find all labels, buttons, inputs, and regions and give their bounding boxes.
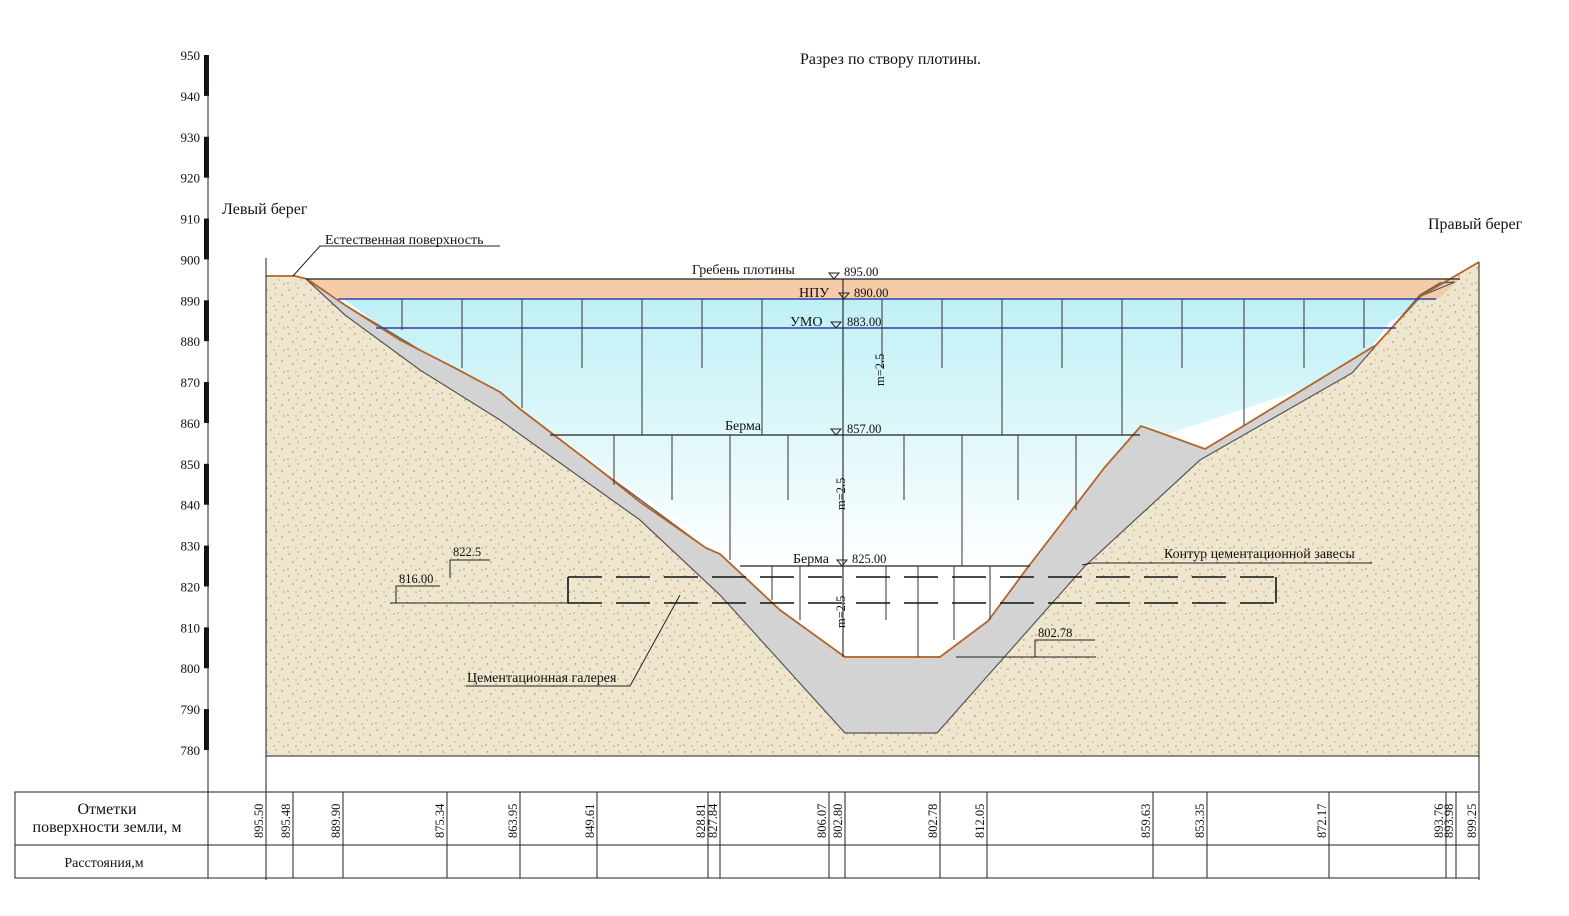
- y-axis-scale: [204, 55, 209, 750]
- npu-elevation: 890.00: [854, 286, 888, 300]
- y-tick-label: 810: [181, 620, 201, 635]
- level-markers: [827, 272, 851, 567]
- y-tick-label: 910: [181, 212, 201, 227]
- lower-berm-elevation: 825.00: [852, 552, 886, 566]
- ground-elevation-value: 827.84: [706, 803, 720, 838]
- y-axis-tick-labels: 950 940 930 920 910 900 890 880 870 860 850 840 830 8…: [181, 48, 201, 758]
- natural-surface-label: Естественная поверхность: [325, 233, 483, 248]
- ground-elevation-value: 889.90: [329, 804, 343, 838]
- ground-elevation-value: 893.76: [1432, 804, 1446, 838]
- scale-segment: [204, 300, 209, 342]
- y-tick-label: 840: [181, 498, 201, 513]
- scale-segment: [204, 382, 209, 423]
- mark-822-5: 822.5: [453, 545, 481, 559]
- annotation-leaders: [292, 245, 1372, 687]
- slope-label-3: m=2.5: [834, 596, 848, 628]
- crest-label: Гребень плотины: [692, 263, 795, 278]
- y-tick-label: 830: [181, 539, 201, 554]
- scale-segment: [204, 218, 209, 260]
- ground-elevation-value: 863.95: [506, 804, 520, 838]
- y-tick-label: 870: [181, 375, 201, 390]
- ground-elevation-value: 812.05: [973, 804, 987, 838]
- diagram-title: Разрез по створу плотины.: [800, 51, 981, 68]
- ground-elevation-value: 895.50: [252, 804, 266, 838]
- crest-elevation: 895.00: [844, 265, 878, 279]
- ground-elevation-value: 859.63: [1139, 804, 1153, 838]
- upper-berm-label: Берма: [725, 419, 762, 434]
- lower-hatching: [771, 566, 991, 657]
- y-tick-label: 860: [181, 416, 201, 431]
- grout-gallery-label: Цементационная галерея: [467, 671, 617, 686]
- lower-berm-label: Берма: [793, 552, 830, 567]
- ground-elevation-value: 849.61: [583, 804, 597, 838]
- ground-elevation-table: Отметки поверхности земли, м Расстояния,…: [14, 60, 1480, 879]
- grout-curtain-contour: [567, 576, 1277, 604]
- ground-elevation-value: 806.07: [815, 804, 829, 838]
- y-tick-label: 940: [181, 89, 201, 104]
- middle-hatching: [613, 435, 1077, 566]
- ground-elevation-value: 893.98: [1442, 804, 1456, 838]
- natural-surface-line: [266, 261, 1480, 658]
- npu-label: НПУ: [799, 286, 829, 301]
- y-tick-label: 820: [181, 579, 201, 594]
- mark-816-00: 816.00: [399, 572, 433, 586]
- slope-label-1: m=2.5: [873, 354, 887, 386]
- y-tick-label: 800: [181, 661, 201, 676]
- ground-elevation-value: 872.17: [1315, 804, 1329, 838]
- ground-elevation-value: 802.78: [926, 804, 940, 838]
- scale-segment: [204, 136, 209, 178]
- table-row1-header-line1: Отметки: [77, 801, 137, 818]
- y-tick-label: 850: [181, 457, 201, 472]
- scale-segment: [204, 545, 209, 587]
- y-tick-label: 880: [181, 334, 201, 349]
- ground-elevation-value: 802.80: [831, 804, 845, 838]
- upper-hatching: [401, 299, 1365, 435]
- y-tick-label: 890: [181, 293, 201, 308]
- ground-elevation-value: 895.48: [279, 804, 293, 838]
- scale-segment: [204, 463, 209, 505]
- scale-segment: [204, 709, 209, 750]
- curtain-contour-label: Контур цементационной завесы: [1164, 547, 1355, 562]
- right-bank-label: Правый берег: [1428, 216, 1523, 233]
- ground-elevation-value: 899.25: [1465, 804, 1479, 838]
- upper-berm-elevation: 857.00: [847, 422, 881, 436]
- left-bank-label: Левый берег: [222, 201, 308, 218]
- ground-elevation-value: 828.81: [694, 804, 708, 838]
- y-tick-label: 950: [181, 48, 201, 63]
- slope-label-2: m=2.5: [834, 478, 848, 510]
- scale-segment: [204, 627, 209, 669]
- scale-segment: [204, 55, 209, 96]
- mark-802-78: 802.78: [1038, 626, 1072, 640]
- table-row1-header-line2: поверхности земли, м: [33, 819, 182, 836]
- umo-elevation: 883.00: [847, 315, 881, 329]
- y-tick-label: 920: [181, 171, 201, 186]
- y-tick-label: 790: [181, 702, 201, 717]
- umo-label: УМО: [790, 315, 822, 330]
- crest-band: [306, 279, 1460, 298]
- table-row2-header: Расстояния,м: [64, 856, 143, 871]
- soil-mass: [266, 262, 1479, 756]
- reservoir-water: [342, 298, 1426, 568]
- y-tick-label: 900: [181, 252, 201, 267]
- y-tick-label: 780: [181, 743, 201, 758]
- y-tick-label: 930: [181, 130, 201, 145]
- ground-elevation-value: 853.35: [1193, 804, 1207, 838]
- ground-elevation-value: 875.34: [433, 803, 447, 838]
